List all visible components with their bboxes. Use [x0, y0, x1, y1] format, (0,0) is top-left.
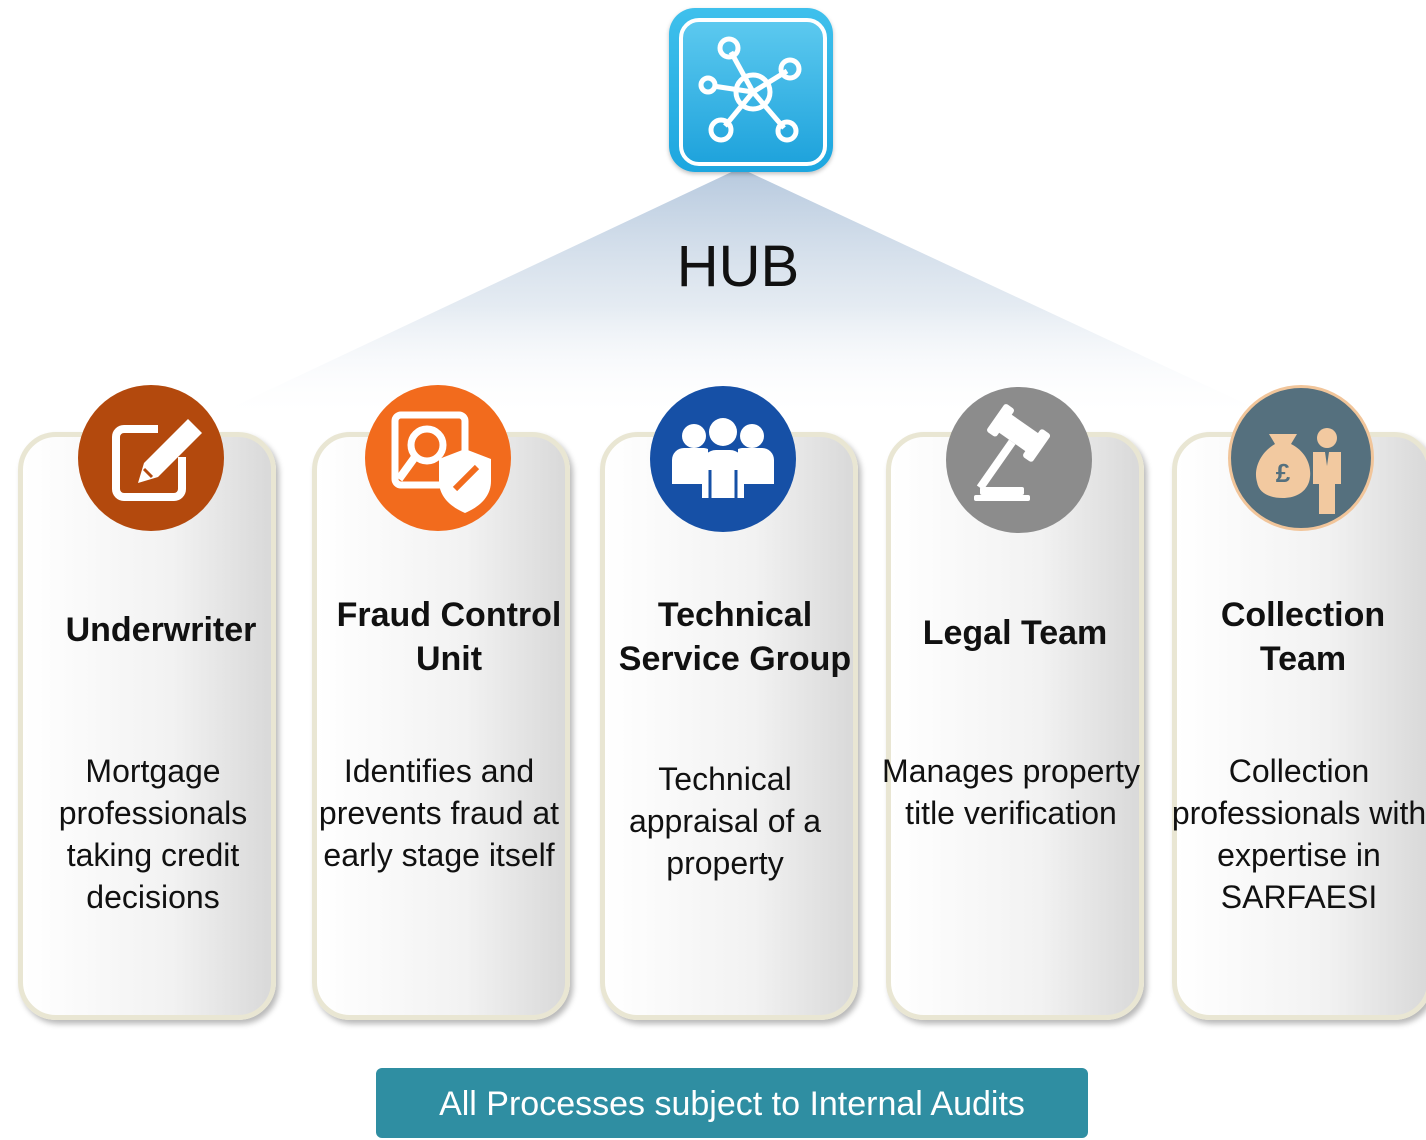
- team-title: Technical Service Group: [618, 596, 852, 678]
- hub-label: HUB: [676, 234, 800, 299]
- people-group-icon: [650, 386, 796, 532]
- team-title: Legal Team: [922, 614, 1108, 652]
- team-card-legal: [886, 432, 1144, 1020]
- edit-pencil-icon: [78, 385, 224, 531]
- money-bag-person-icon: £: [1228, 385, 1374, 531]
- search-shield-icon: [365, 385, 511, 531]
- team-description: Technical appraisal of a property: [628, 761, 822, 881]
- svg-text:£: £: [1276, 458, 1291, 488]
- gavel-icon: [946, 387, 1092, 533]
- team-description: Identifies and prevents fraud at early s…: [318, 753, 560, 873]
- team-description: Mortgage professionals taking credit dec…: [58, 753, 248, 915]
- team-description: Manages property title verification: [882, 753, 1140, 831]
- team-card-underwriter: [18, 432, 276, 1020]
- team-title: Fraud Control Unit: [336, 596, 562, 678]
- internal-audit-banner: All Processes subject to Internal Audits: [376, 1068, 1088, 1138]
- team-description: Collection professionals with expertise …: [1171, 753, 1426, 915]
- hub-network-icon: [669, 8, 833, 172]
- team-title: Collection Team: [1220, 596, 1386, 678]
- team-title: Underwriter: [65, 611, 257, 649]
